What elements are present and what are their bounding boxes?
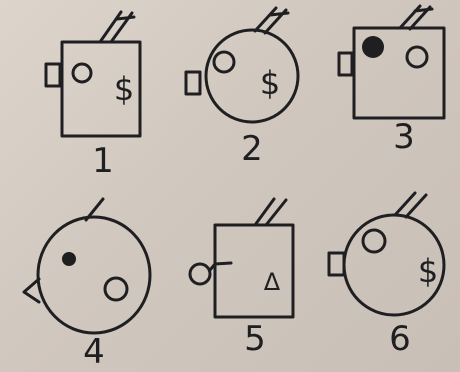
figure-number: 1 <box>92 141 114 181</box>
figure-symbol: Δ <box>264 268 281 296</box>
open-circle <box>407 47 427 67</box>
round-body <box>38 217 150 333</box>
filled-dot <box>362 36 384 58</box>
figure-2: $ 2 <box>186 8 298 169</box>
antenna-hatch <box>100 12 134 42</box>
figure-6: $ 6 <box>329 193 444 359</box>
antenna-hatch <box>400 6 432 29</box>
open-circle <box>363 230 385 252</box>
antenna-hatch <box>255 199 286 225</box>
square-knob <box>186 72 200 94</box>
circle-knob <box>190 264 210 284</box>
open-circle <box>214 52 234 72</box>
figure-symbol: $ <box>418 252 438 290</box>
figure-number: 4 <box>83 332 105 372</box>
triangle-knob <box>24 279 39 302</box>
square-knob <box>339 53 352 75</box>
square-knob <box>46 64 60 86</box>
antenna-hatch <box>395 193 426 217</box>
figure-number: 3 <box>393 117 415 157</box>
figure-symbol: $ <box>114 70 134 108</box>
figure-3: 3 <box>339 6 444 157</box>
figure-symbol: $ <box>260 64 280 102</box>
figure-1: $ 1 <box>46 12 140 181</box>
figure-number: 2 <box>241 129 263 169</box>
open-circle <box>73 64 91 82</box>
square-body <box>215 225 293 317</box>
knob-connector <box>210 263 231 270</box>
figure-4: 4 <box>24 199 150 372</box>
figure-number: 5 <box>244 319 266 359</box>
figure-number: 6 <box>389 319 411 359</box>
filled-dot <box>62 252 76 266</box>
figure-5: Δ 5 <box>190 199 293 359</box>
square-knob <box>329 253 344 275</box>
round-body <box>206 30 298 122</box>
open-circle <box>105 278 127 300</box>
